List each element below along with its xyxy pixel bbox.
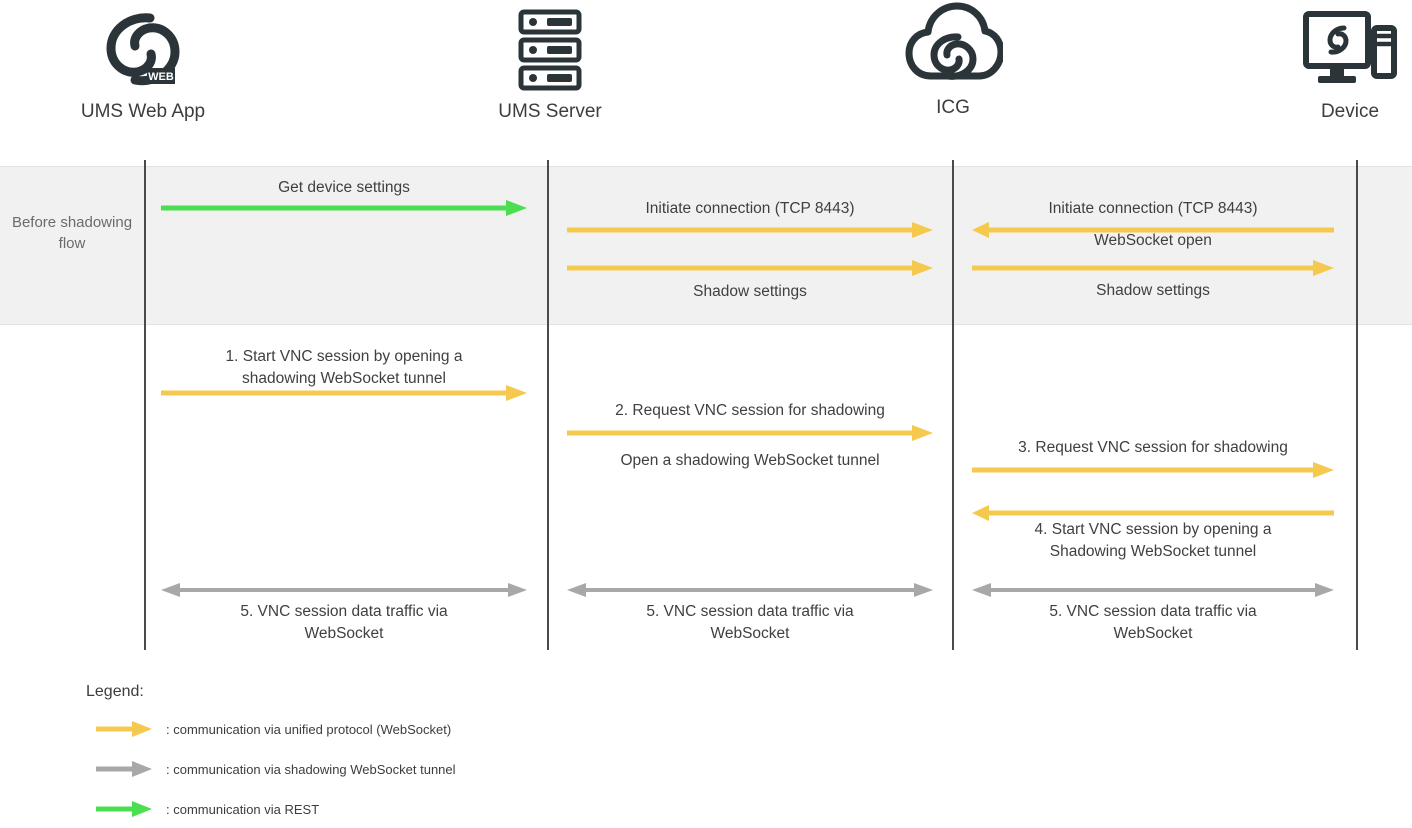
arrow-step-3 [972, 461, 1334, 479]
message-label-initiate-connection-server: Initiate connection (TCP 8443) [645, 200, 855, 217]
legend-arrow-yellow-icon [96, 720, 152, 738]
desktop-device-icon [1240, 4, 1412, 96]
message-label-step-5-lane2: 5. VNC session data traffic via WebSocke… [646, 603, 854, 642]
lifeline-ums-server [547, 160, 549, 650]
lifeline-icg [952, 160, 954, 650]
arrow-step-4 [972, 504, 1334, 522]
actor-label: ICG [936, 97, 970, 118]
legend-label: : communication via REST [166, 801, 320, 817]
ums-web-app-icon: WEB [33, 4, 253, 96]
message-label-step-2: 2. Request VNC session for shadowing [615, 402, 885, 419]
actor-label: UMS Server [498, 101, 602, 122]
legend-row-shadowing-tunnel: : communication via shadowing WebSocket … [96, 759, 456, 779]
svg-text:WEB: WEB [148, 71, 174, 83]
legend-label: : communication via shadowing WebSocket … [166, 761, 456, 777]
arrow-step-1 [161, 384, 527, 402]
message-label-step-3: 3. Request VNC session for shadowing [1018, 439, 1288, 456]
legend-arrow-green-icon [96, 800, 152, 818]
arrow-shadow-settings-device [972, 259, 1334, 277]
actor-ums-web-app: WEB UMS Web App [33, 4, 253, 124]
before-shadowing-band [0, 166, 1412, 325]
message-label-shadow-settings-server: Shadow settings [693, 283, 807, 300]
message-label-websocket-open: WebSocket open [1094, 232, 1212, 249]
actor-icg: ICG [843, 0, 1063, 120]
arrow-step-2 [567, 424, 933, 442]
server-rack-icon [440, 4, 660, 96]
legend-row-rest: : communication via REST [96, 799, 319, 819]
legend-title: Legend: [86, 683, 144, 700]
message-label-step-5-lane1: 5. VNC session data traffic via WebSocke… [240, 603, 448, 642]
message-label-initiate-connection-device: Initiate connection (TCP 8443) [1048, 200, 1258, 217]
arrow-initiate-connection-device [972, 221, 1334, 239]
message-label-step-5-lane3: 5. VNC session data traffic via WebSocke… [1049, 603, 1257, 642]
message-label-shadow-settings-device: Shadow settings [1096, 282, 1210, 299]
arrow-get-device-settings [161, 199, 527, 217]
legend-label: : communication via unified protocol (We… [166, 721, 452, 737]
actor-device: Device [1240, 4, 1412, 124]
message-label-step-2-sub: Open a shadowing WebSocket tunnel [620, 452, 880, 469]
band-label: Before shadowing flow [11, 214, 133, 252]
lifeline-ums-web-app [144, 160, 146, 650]
message-label-get-device-settings: Get device settings [278, 179, 410, 196]
legend-row-unified-protocol: : communication via unified protocol (We… [96, 719, 451, 739]
arrow-shadow-settings-server [567, 259, 933, 277]
message-label-step-4: 4. Start VNC session by opening a Shadow… [1034, 521, 1272, 560]
legend-arrow-gray-icon [96, 760, 152, 778]
message-label-step-1: 1. Start VNC session by opening a shadow… [225, 348, 463, 387]
actor-label: Device [1320, 101, 1380, 122]
actor-ums-server: UMS Server [440, 4, 660, 124]
lifeline-device [1356, 160, 1358, 650]
actor-label: UMS Web App [80, 101, 206, 122]
arrow-step-5-lane3 [972, 581, 1334, 599]
arrow-initiate-connection-server [567, 221, 933, 239]
arrow-step-5-lane2 [567, 581, 933, 599]
arrow-step-5-lane1 [161, 581, 527, 599]
cloud-gateway-icon [843, 0, 1063, 92]
